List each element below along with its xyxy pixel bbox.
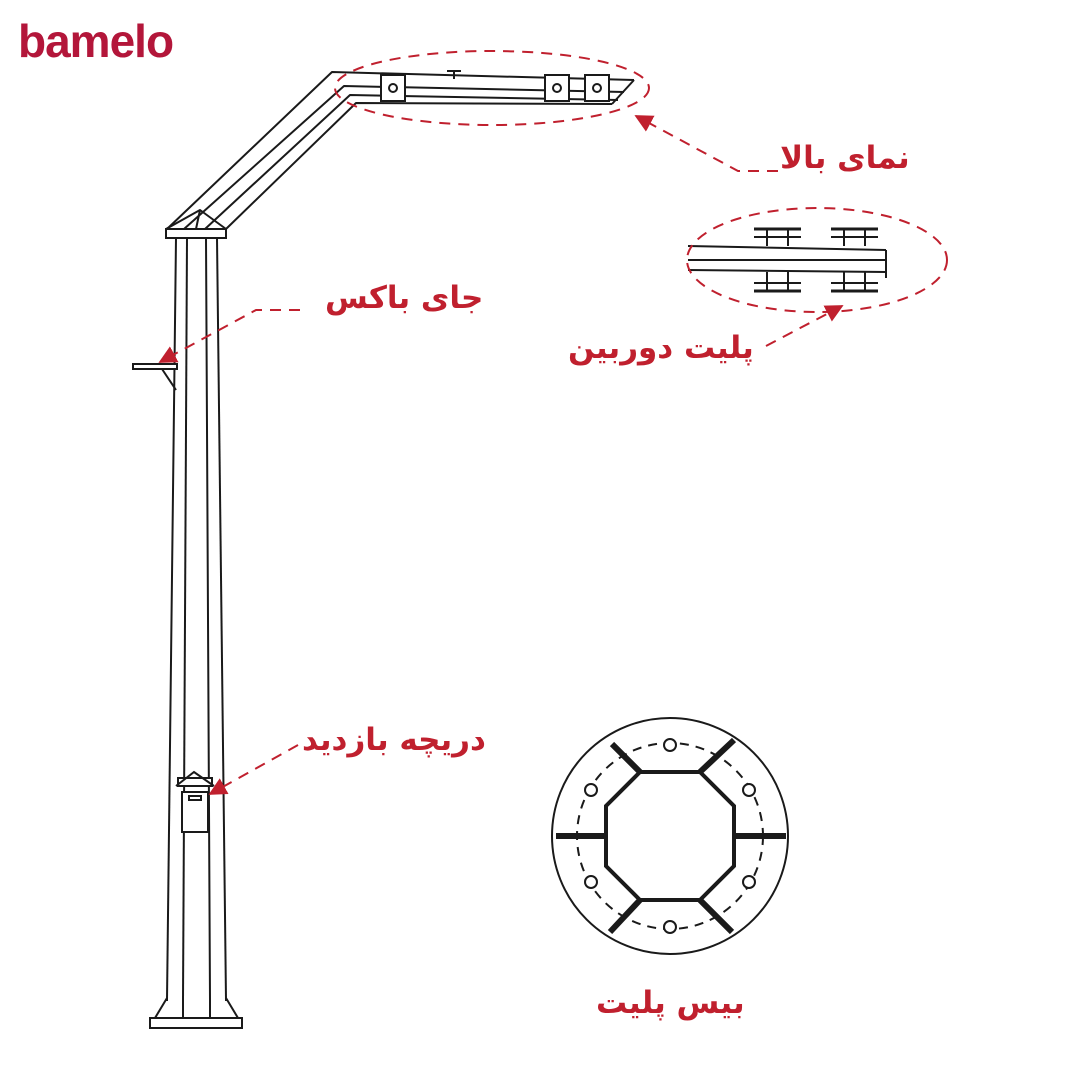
- camera-plate-arrow: [765, 305, 844, 347]
- label-camera-plate: پلیت دوربین: [568, 330, 754, 366]
- label-base-plate: بیس پلیت: [596, 985, 745, 1021]
- base-plate-detail: [551, 717, 789, 955]
- box-mount-bracket: [132, 363, 178, 391]
- label-inspection-door: دریچه بازدید: [302, 722, 486, 758]
- top-view-arrow: [634, 115, 778, 172]
- stiffeners: [556, 737, 786, 935]
- brand-logo: bamelo: [18, 15, 174, 67]
- label-box-mount: جای باکس: [325, 280, 484, 316]
- callouts: [158, 50, 948, 795]
- octagon-shaft: [604, 770, 736, 902]
- box-mount-arrow: [158, 309, 300, 363]
- pole-shaft: [165, 228, 228, 1002]
- camera-plate-detail: [687, 227, 887, 293]
- base-plate-outer: [551, 717, 789, 955]
- camera-plate-ellipse: [686, 207, 948, 313]
- label-top-view: نمای بالا: [780, 140, 910, 176]
- pole-base: [149, 997, 243, 1029]
- inspection-door: [175, 770, 215, 833]
- arm-brackets: [380, 70, 610, 102]
- top-view-ellipse: [334, 50, 650, 126]
- bolt-holes: [584, 738, 756, 934]
- inspection-door-arrow: [208, 744, 299, 795]
- pole-arm: [165, 71, 635, 230]
